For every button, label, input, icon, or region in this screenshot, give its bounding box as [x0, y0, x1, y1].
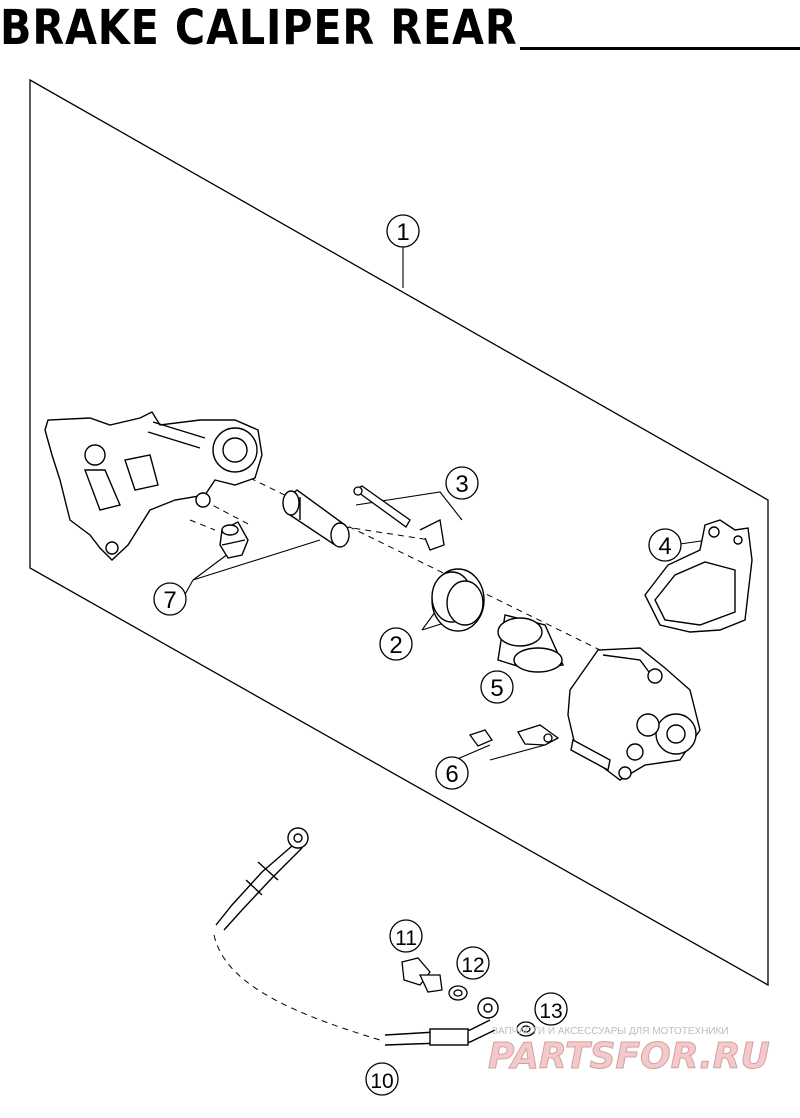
watermark-tagline: ЗАПЧАСТИ И АКСЕССУАРЫ ДЛЯ МОТОТЕХНИКИ: [492, 1026, 729, 1037]
callout-circle-1: [386, 214, 420, 248]
axis-lines: [164, 477, 601, 1041]
diagram-title: BRAKE CALIPER REAR: [0, 0, 518, 56]
callout-circle-10: [365, 1062, 399, 1096]
banjo-bolt-part: [401, 957, 443, 993]
callout-circle-2: [379, 627, 413, 661]
pad-pin-part: [353, 485, 445, 551]
callout-5: 5: [490, 675, 503, 702]
guide-bolt-part: [282, 489, 350, 548]
callout-13: 13: [539, 1000, 562, 1023]
callout-4: 4: [658, 533, 671, 560]
rubber-boot-part: [219, 521, 249, 559]
callout-7: 7: [163, 587, 176, 614]
callout-10: 10: [370, 1070, 393, 1093]
title-rule: [520, 47, 800, 50]
carrier-bracket-part: [44, 411, 263, 561]
callout-circle-12: [456, 946, 490, 980]
callout-circle-6: [435, 756, 469, 790]
callout-circle-5: [480, 670, 514, 704]
callout-2: 2: [389, 632, 402, 659]
brake-pads-part: [644, 519, 753, 633]
watermark-logo: PARTSFOR.RU: [488, 1036, 770, 1077]
callout-circle-13: [534, 992, 568, 1026]
piston-seal-part: [431, 568, 485, 632]
callout-circle-4: [648, 528, 682, 562]
sealing-rings-part: [448, 985, 536, 1037]
caliper-body-part: [567, 647, 701, 781]
assembly-frame: [29, 78, 769, 987]
piston-part: [497, 614, 565, 673]
callout-6: 6: [445, 761, 458, 788]
callout-circle-3: [445, 466, 479, 500]
callout-circle-7: [153, 582, 187, 616]
bleeder-screw-part: [468, 724, 560, 747]
callout-1: 1: [396, 219, 409, 246]
callout-3: 3: [455, 471, 468, 498]
callout-12: 12: [461, 954, 484, 977]
callout-11: 11: [395, 927, 417, 950]
brake-line-part: [215, 827, 499, 1046]
callout-circle-11: [389, 919, 423, 953]
